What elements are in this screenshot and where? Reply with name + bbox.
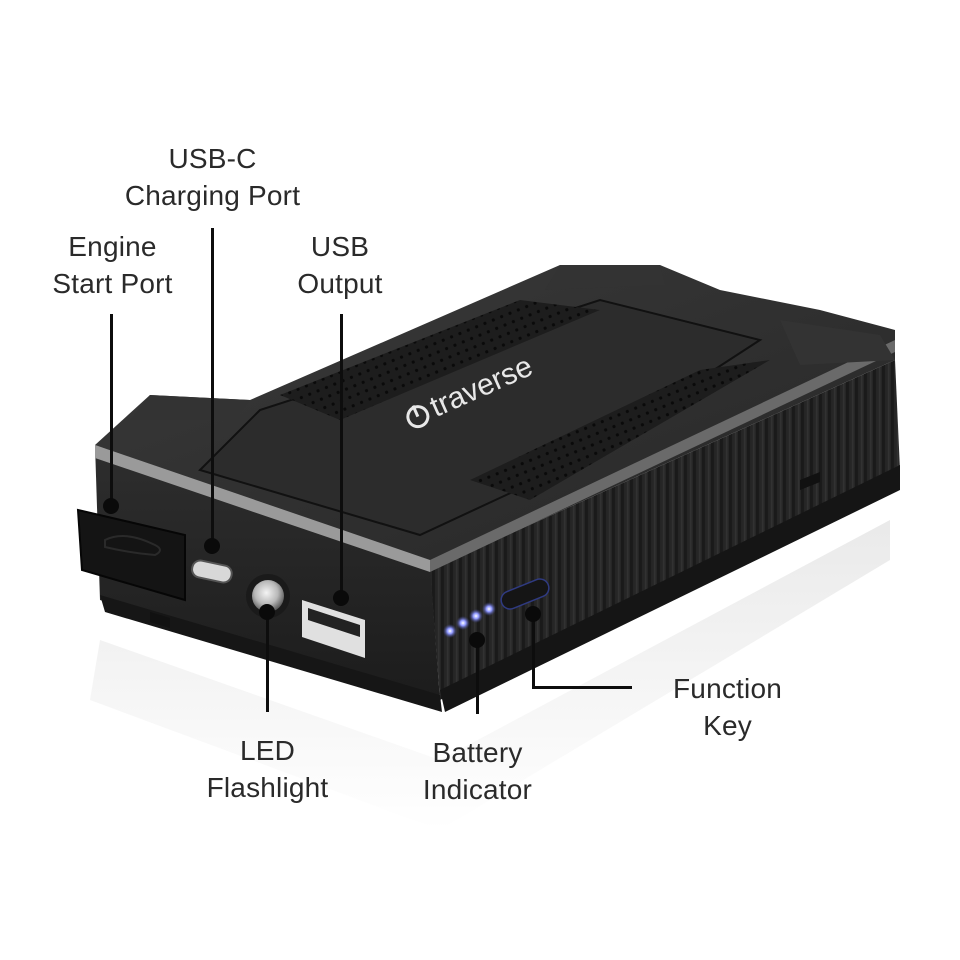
anchor-engine-start: [103, 498, 119, 514]
label-usb-c-charging-port: USB-C Charging Port: [124, 143, 301, 211]
leader-led-flashlight: [266, 612, 269, 712]
anchor-function-key: [525, 606, 541, 622]
anchor-led-flashlight: [259, 604, 275, 620]
leader-function-key-v: [532, 614, 535, 688]
label-function-key: Function Key: [673, 673, 782, 741]
leader-battery-indicator: [476, 640, 479, 714]
battery-indicator-leds: [443, 602, 496, 638]
label-battery-indicator: Battery Indicator: [422, 737, 533, 805]
anchor-usb-output: [333, 590, 349, 606]
anchor-battery-indicator: [469, 632, 485, 648]
grille-lower: [470, 360, 770, 500]
leader-usb-c: [211, 228, 214, 546]
label-led-flashlight: LED Flashlight: [206, 735, 329, 803]
ribbed-side-panel: [430, 360, 900, 700]
leader-engine-start: [110, 314, 113, 506]
leader-usb-output: [340, 314, 343, 598]
engine-start-port-cover: [76, 508, 186, 602]
leader-function-key-h: [532, 686, 632, 689]
function-key-button: [500, 578, 550, 610]
label-usb-output: USB Output: [297, 231, 383, 299]
grille-upper: [280, 300, 600, 420]
label-engine-start-port: Engine Start Port: [52, 231, 173, 299]
usb-c-port: [191, 559, 233, 584]
anchor-usb-c: [204, 538, 220, 554]
